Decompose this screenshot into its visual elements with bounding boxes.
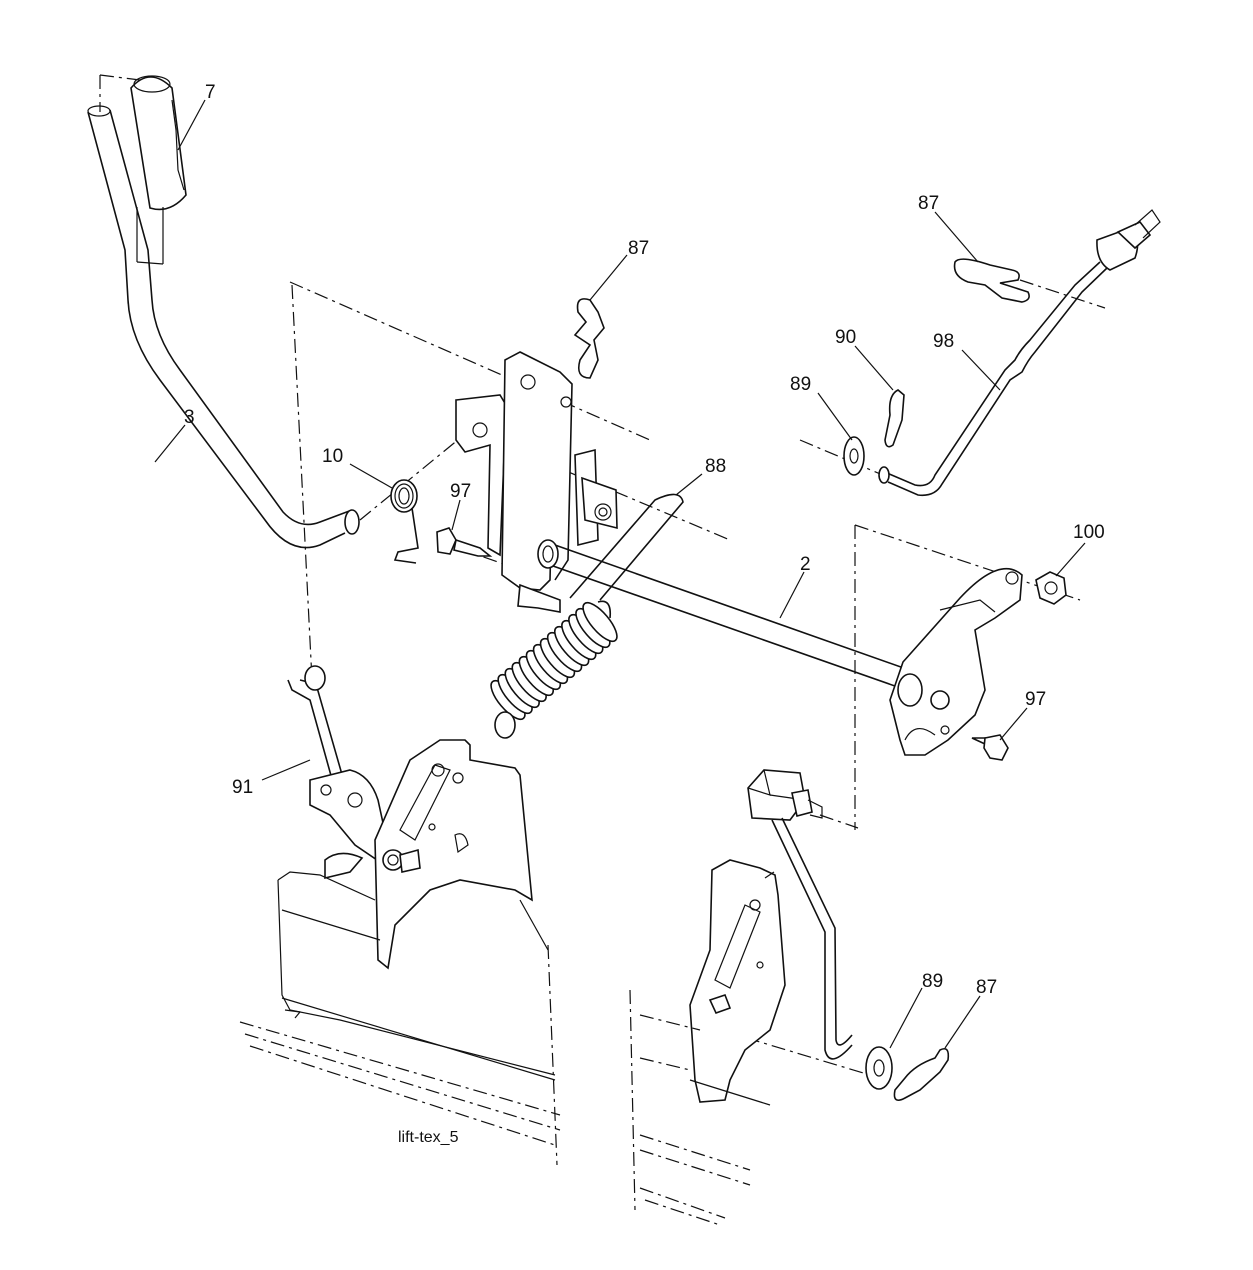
callout-97-left: 97 [450, 481, 471, 502]
callout-labels: 7 3 10 97 87 88 87 90 98 89 2 100 97 91 … [184, 82, 1105, 1146]
deck-link-rod-right [747, 769, 853, 1060]
clip-part-90 [884, 389, 905, 448]
hair-pin-part-87-top [573, 298, 605, 379]
hair-pin-part-87-right [953, 258, 1030, 303]
mower-deck-outline [239, 871, 771, 1226]
extension-spring [490, 600, 618, 739]
callout-87-right: 87 [918, 193, 939, 214]
callout-88: 88 [705, 456, 726, 477]
torsion-spring-part-10 [390, 479, 419, 564]
callout-100: 100 [1073, 522, 1105, 543]
callout-2: 2 [800, 554, 811, 575]
lift-shaft-part-2 [537, 539, 916, 693]
bolt-part-97-left [436, 527, 493, 557]
alignment-lines [99, 74, 1106, 1076]
deck-bracket-left [324, 739, 533, 970]
diagram-caption: lift-tex_5 [398, 1129, 459, 1146]
link-rod-part-88 [569, 493, 684, 601]
callout-98: 98 [933, 331, 954, 352]
callout-89-top: 89 [790, 374, 811, 395]
deck-bracket-right [689, 859, 786, 1103]
callout-3: 3 [184, 407, 195, 428]
callout-leaders [154, 99, 1086, 1049]
washer-part-89-bottom [865, 1046, 893, 1090]
center-bracket [455, 351, 618, 613]
hair-pin-part-87-bottom [893, 1047, 950, 1101]
nut-part-100 [1035, 571, 1067, 605]
bolt-part-97-right [971, 734, 1009, 761]
washer-part-89-top [843, 436, 865, 476]
callout-97-right: 97 [1025, 689, 1046, 710]
lift-lever-part-3 [87, 105, 360, 549]
lift-link-part-91 [287, 665, 391, 863]
callout-90: 90 [835, 327, 856, 348]
right-lift-arm [889, 567, 1023, 756]
callout-7: 7 [205, 82, 216, 103]
spring-coil [582, 601, 618, 643]
callout-10: 10 [322, 446, 343, 467]
callout-89-bottom: 89 [922, 971, 943, 992]
adjust-rod-part-98 [878, 209, 1161, 497]
callout-91: 91 [232, 777, 253, 798]
handle-grip-part-7 [130, 75, 187, 265]
callout-87-top: 87 [628, 238, 649, 259]
callout-87-bottom: 87 [976, 977, 997, 998]
